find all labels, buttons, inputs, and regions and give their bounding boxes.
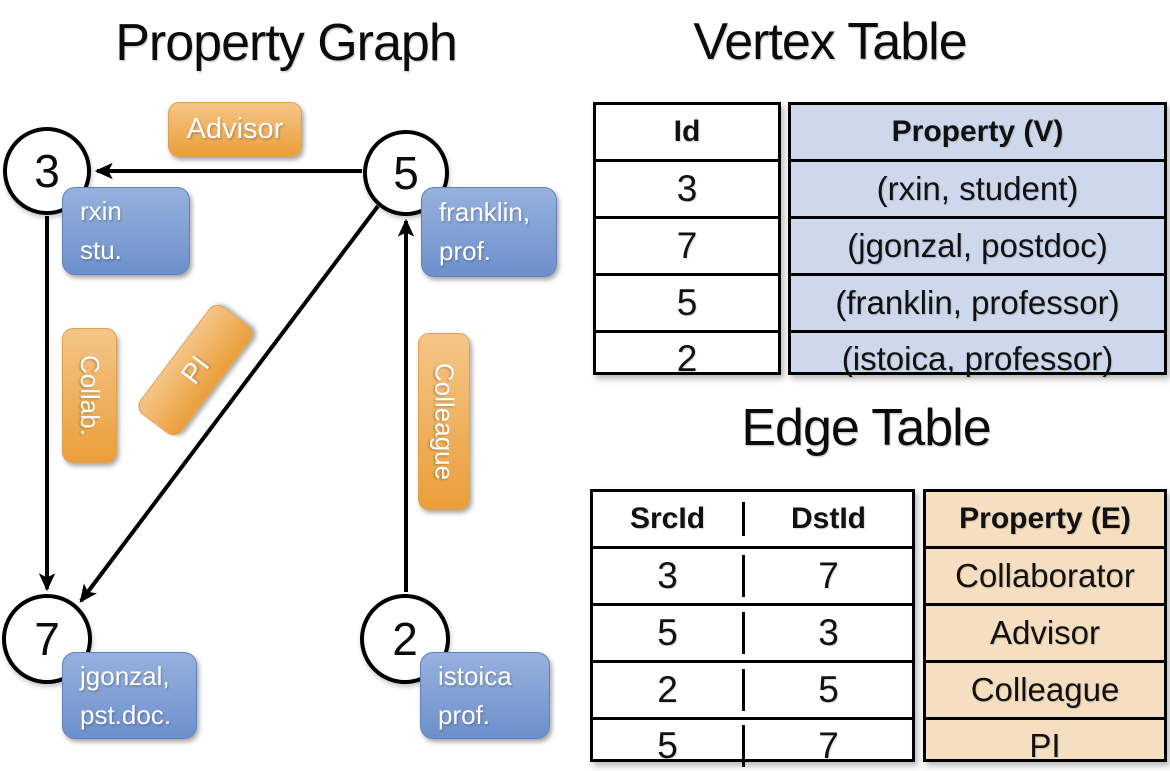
- vertex-property-line: stu.: [80, 235, 122, 265]
- edge-table-cell-dstid: 7: [818, 555, 839, 596]
- edge-label-box-advisor: Advisor: [168, 102, 302, 157]
- vertex-table-cell-id: 5: [596, 276, 778, 333]
- edge-table-header-property: Property (E): [926, 492, 1164, 549]
- vertex-property-box-jgonzal: jgonzal, pst.doc.: [62, 652, 197, 739]
- vertex-table-cell-property: (istoica, professor): [841, 339, 1114, 377]
- edge-table-cell-dstid: 3: [818, 612, 839, 653]
- edge-table-cell-srcid: 5: [593, 612, 745, 654]
- edge-table-header-dstid: DstId: [791, 502, 866, 535]
- vertex-table-id-column: Id 3 7 5 2: [593, 102, 781, 379]
- edge-label: PI: [174, 349, 216, 390]
- edge-table-cell-property: Advisor: [926, 606, 1164, 663]
- edge-table-cell-property: Colleague: [926, 663, 1164, 720]
- vertex-table-cell-id: 2: [676, 337, 698, 379]
- vertex-property-box-istoica: istoica prof.: [420, 652, 550, 739]
- edge-pi-5-7: [79, 204, 380, 603]
- vertex-table-cell-property: (jgonzal, postdoc): [791, 219, 1164, 276]
- vertex-table-cell-id: 7: [596, 219, 778, 276]
- property-graph-title: Property Graph: [115, 14, 458, 72]
- vertex-property-line: istoica: [438, 660, 512, 691]
- vertex-table-header-id: Id: [596, 105, 778, 162]
- edge-label: Collab.: [75, 355, 105, 436]
- edge-table-title: Edge Table: [741, 399, 991, 457]
- node-circle-2: 2: [360, 594, 450, 684]
- edge-table-header-srcid: SrcId: [593, 502, 745, 536]
- vertex-table-cell-id: 3: [596, 162, 778, 219]
- edge-table-cell-property: PI: [1029, 726, 1061, 764]
- node-circle-5: 5: [363, 130, 449, 216]
- graph-edges-layer: [38, 162, 415, 603]
- vertex-property-box-rxin: rxin stu.: [62, 187, 190, 275]
- vertex-property-box-franklin: franklin, prof.: [421, 187, 557, 277]
- vertex-property-line: prof.: [439, 236, 492, 266]
- edge-label: Advisor: [186, 113, 284, 145]
- edge-label-box-collab: Collab.: [62, 328, 117, 463]
- edge-table-cell-dstid: 7: [818, 724, 839, 766]
- vertex-property-line: franklin,: [439, 197, 531, 227]
- edge-label: Colleague: [429, 362, 460, 481]
- vertex-table-cell-property: (rxin, student): [791, 162, 1164, 219]
- node-id: 3: [34, 145, 60, 197]
- vertex-property-line: jgonzal,: [80, 660, 170, 691]
- node-id: 2: [392, 613, 418, 665]
- vertex-table-header-property: Property (V): [791, 105, 1164, 162]
- node-id: 7: [34, 613, 60, 665]
- edge-table-cell-srcid: 2: [593, 669, 745, 711]
- vertex-property-line: rxin: [80, 196, 122, 226]
- edge-table-cell-srcid: 5: [593, 724, 745, 767]
- vertex-table-property-column: Property (V) (rxin, student) (jgonzal, p…: [788, 102, 1167, 377]
- vertex-table-cell-property: (franklin, professor): [791, 276, 1164, 333]
- vertex-property-line: prof.: [438, 699, 491, 730]
- edge-table-id-columns: SrcId DstId 3 7 5 3 2 5 5 7: [590, 489, 915, 767]
- edge-label-box-colleague: Colleague: [418, 333, 470, 510]
- edge-table-property-column: Property (E) Collaborator Advisor Collea…: [923, 489, 1167, 764]
- edge-table-cell-srcid: 3: [593, 555, 745, 597]
- vertex-property-line: pst.doc.: [80, 699, 172, 730]
- vertex-table-title: Vertex Table: [693, 13, 967, 71]
- edge-table-cell-dstid: 5: [818, 669, 839, 710]
- node-id: 5: [393, 147, 419, 199]
- edge-table-cell-property: Collaborator: [926, 549, 1164, 606]
